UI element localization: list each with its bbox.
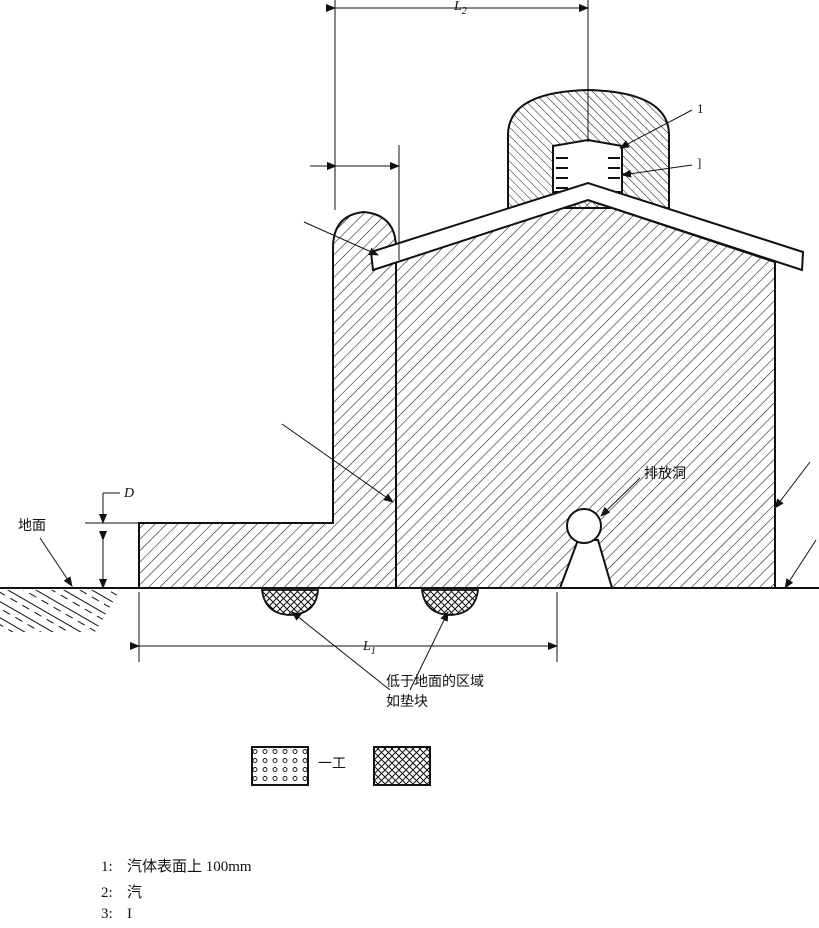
legend-item-3: 3: I <box>101 906 132 923</box>
label-l2: L2 <box>454 0 467 17</box>
legend-swatch-crosshatch <box>373 746 431 786</box>
soil-hatch <box>0 590 120 632</box>
label-drain-hole: 排放洞 <box>644 467 686 482</box>
callout-1b: ] <box>697 155 702 170</box>
cavity-ticks <box>556 157 620 189</box>
dim-small <box>310 145 400 260</box>
label-ground: 地面 <box>18 519 46 534</box>
underside-blob-right <box>420 589 480 616</box>
roof-plank <box>369 181 805 272</box>
legend-swatch-dotted <box>251 746 309 786</box>
legend-item-1: 1: 汽体表面上 100mm <box>101 855 252 876</box>
underside-blob-left <box>260 589 319 616</box>
label-l1: L1 <box>363 639 376 657</box>
callout-1a: 1 <box>697 101 704 116</box>
legend-text: 汽体表面上 100mm <box>127 859 252 875</box>
label-below-ground-line2: 如垫块 <box>386 695 428 710</box>
dim-l1 <box>130 592 558 662</box>
legend-text: 汽 <box>127 885 143 901</box>
dim-d <box>85 492 139 589</box>
legend-text: I <box>127 906 132 922</box>
drain-circle <box>566 508 602 544</box>
label-d: D <box>124 486 135 501</box>
legend-num: 2: <box>101 885 113 901</box>
legend-dotted-text: 一工 <box>318 757 346 772</box>
foot-block <box>138 210 397 589</box>
label-below-ground-line1: 低于地面的区域 <box>386 675 484 690</box>
drain-opening <box>558 539 614 589</box>
legend-num: 3: <box>101 906 113 922</box>
legend-num: 1: <box>101 859 113 875</box>
dim-l2 <box>326 0 589 210</box>
legend-item-2: 2: 汽 <box>101 881 142 902</box>
leader-lines <box>39 109 817 691</box>
